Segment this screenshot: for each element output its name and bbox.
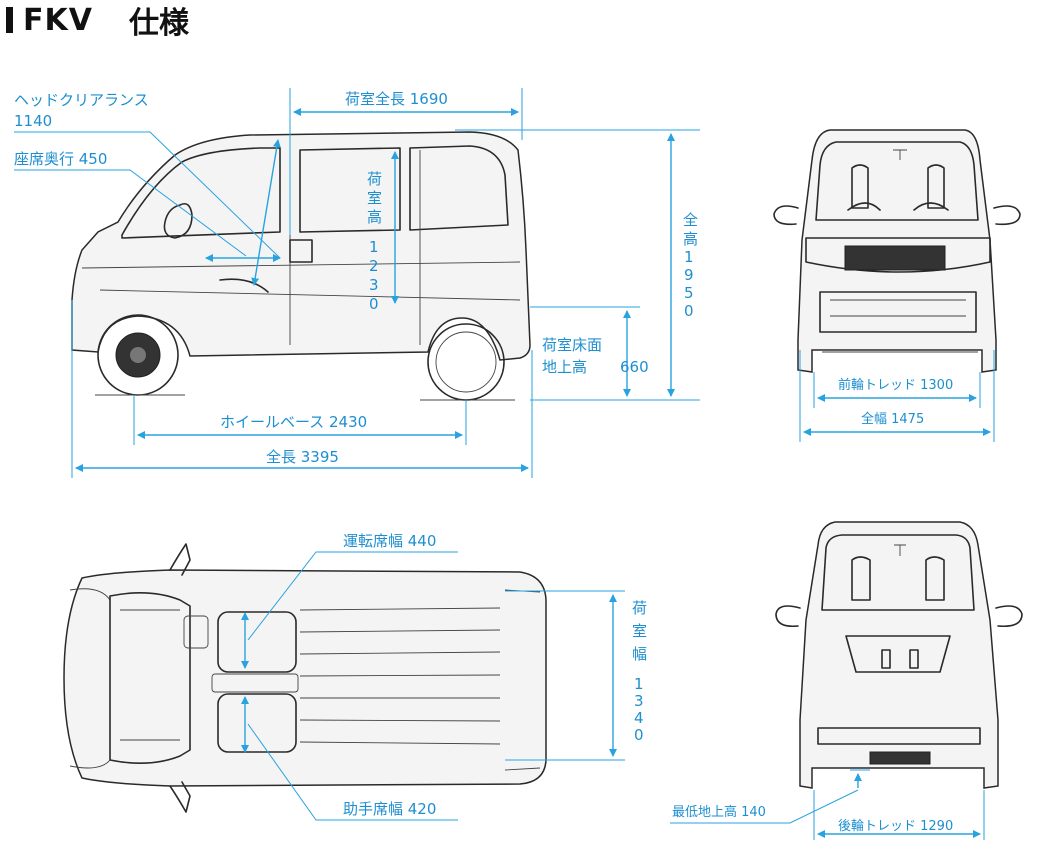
- side-view-vehicle: [71, 131, 531, 401]
- svg-text:0: 0: [369, 295, 379, 313]
- front-tread-label: 前輪トレッド 1300: [838, 377, 953, 393]
- title-subtitle: 仕様: [128, 6, 189, 41]
- rear-view-dimensions: [670, 769, 985, 840]
- svg-text:荷: 荷: [367, 170, 382, 188]
- seat-depth-label: 座席奥行 450: [14, 150, 107, 168]
- svg-text:0: 0: [634, 726, 644, 744]
- model-name: FKV: [23, 2, 93, 38]
- side-view-dimensions: [14, 88, 700, 478]
- svg-text:荷: 荷: [632, 599, 647, 617]
- svg-text:4: 4: [634, 709, 644, 727]
- front-view-dimensions: [799, 350, 995, 442]
- floor-height-value: 660: [620, 358, 649, 376]
- svg-text:幅: 幅: [632, 645, 647, 663]
- rear-view-vehicle: [775, 521, 1023, 789]
- svg-text:高: 高: [683, 230, 698, 248]
- svg-text:2: 2: [369, 257, 379, 275]
- front-view-vehicle: [773, 129, 1021, 373]
- svg-text:5: 5: [684, 284, 694, 302]
- page-title: FKV 仕様: [6, 0, 189, 41]
- svg-text:1: 1: [634, 675, 644, 693]
- overall-width-label: 全幅 1475: [861, 411, 924, 427]
- top-view-dimensions: [241, 551, 625, 821]
- rear-tread-label: 後輪トレッド 1290: [838, 818, 953, 834]
- svg-text:室: 室: [367, 189, 382, 207]
- floor-height-label-1: 荷室床面: [542, 336, 602, 354]
- headroom-value: 1140: [14, 112, 52, 130]
- svg-text:1: 1: [369, 238, 379, 256]
- svg-text:9: 9: [684, 266, 694, 284]
- title-marker: [6, 7, 13, 33]
- svg-text:3: 3: [369, 276, 379, 294]
- passenger-seat-label: 助手席幅 420: [343, 800, 436, 818]
- cargo-height-label: 荷 室 高 1 2 3 0: [367, 170, 382, 313]
- cargo-length-label: 荷室全長 1690: [345, 90, 448, 108]
- svg-text:0: 0: [684, 302, 694, 320]
- headroom-label: ヘッドクリアランス: [14, 91, 149, 109]
- floor-height-label-2: 地上高: [542, 358, 587, 376]
- driver-seat-label: 運転席幅 440: [343, 532, 436, 550]
- top-view-vehicle: [63, 543, 547, 813]
- svg-text:高: 高: [367, 208, 382, 226]
- svg-text:1: 1: [684, 248, 694, 266]
- wheelbase-label: ホイールベース 2430: [220, 413, 367, 431]
- svg-text:全: 全: [683, 211, 698, 229]
- cargo-width-label: 荷 室 幅 1 3 4 0: [632, 599, 647, 744]
- svg-text:室: 室: [632, 622, 647, 640]
- svg-text:3: 3: [634, 692, 644, 710]
- overall-height-label: 全 高 1 9 5 0: [683, 211, 698, 320]
- ground-clearance-label: 最低地上高 140: [672, 804, 766, 820]
- overall-length-label: 全長 3395: [266, 448, 339, 466]
